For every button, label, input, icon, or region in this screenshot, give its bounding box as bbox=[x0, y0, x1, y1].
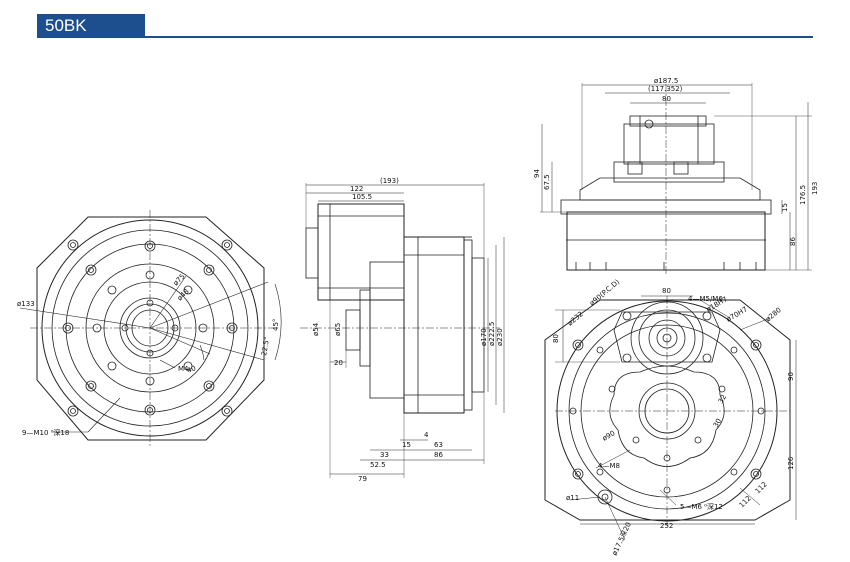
label-rt-193: 193 bbox=[811, 182, 819, 195]
label-rb-d90: ø90 bbox=[601, 429, 616, 443]
label-mid-4: 4 bbox=[424, 431, 429, 439]
mid-housing bbox=[403, 236, 465, 414]
label-mid-122: 122 bbox=[350, 185, 363, 193]
label-left-d75: ø75 bbox=[172, 272, 187, 287]
mid-motor-block bbox=[317, 203, 405, 301]
label-rt-117: (117.352) bbox=[648, 85, 683, 93]
label-rb-d175: ø17.5深20 bbox=[610, 521, 633, 557]
label-left-m4: M4 bbox=[178, 365, 189, 373]
label-mid-d65: ø65 bbox=[334, 323, 342, 336]
rb-outline bbox=[544, 299, 791, 521]
header-rule bbox=[145, 36, 813, 38]
label-mid-15: 15 bbox=[402, 441, 411, 449]
label-rb-112b: 112 bbox=[754, 480, 769, 495]
label-mid-86: 86 bbox=[434, 451, 443, 459]
label-rb-80: 80 bbox=[662, 287, 671, 295]
section-title: 50BK bbox=[45, 16, 87, 35]
label-rt-80: 80 bbox=[662, 95, 671, 103]
left-view bbox=[19, 210, 282, 448]
label-left-ang45: 45° bbox=[272, 319, 280, 331]
label-rt-94: 94 bbox=[533, 169, 541, 178]
label-left-m10: 9—M10 ⁰深18 bbox=[22, 428, 69, 437]
label-mid-1055: 105.5 bbox=[352, 193, 372, 201]
label-rb-h90: 90 bbox=[787, 372, 795, 381]
label-rb-h126: 126 bbox=[787, 456, 795, 470]
label-rb-a30: 30 bbox=[712, 417, 723, 429]
label-mid-33: 33 bbox=[380, 451, 389, 459]
label-rb-m5: 4—M5/M6 bbox=[688, 295, 723, 303]
rb-star-plate bbox=[609, 365, 725, 467]
label-left-ang225: 22.5° bbox=[260, 336, 271, 356]
label-left-d48: ø48 bbox=[176, 287, 191, 302]
label-rb-d70h7: ø70H7 bbox=[725, 305, 749, 323]
label-rt-d1875: ø187.5 bbox=[654, 77, 678, 85]
label-rt-15: 15 bbox=[781, 203, 789, 212]
label-rb-d280: ø280 bbox=[764, 306, 783, 323]
label-mid-79: 79 bbox=[358, 475, 367, 483]
label-mid-d230: ø230 bbox=[496, 328, 504, 346]
label-mid-20: 20 bbox=[334, 359, 343, 367]
label-mid-d170: ø170 bbox=[480, 328, 488, 346]
label-rb-252: 252 bbox=[660, 522, 673, 530]
label-rb-a32: 32 bbox=[717, 393, 728, 405]
rb-corner-bolts bbox=[572, 339, 762, 505]
label-mid-d54: ø54 bbox=[312, 322, 320, 336]
label-rb-112a: 112 bbox=[738, 494, 753, 509]
right-top-view bbox=[540, 83, 812, 274]
label-mid-d2225: ø222.5 bbox=[488, 322, 496, 346]
left-corner-bolts bbox=[67, 239, 233, 417]
label-rb-m8: 4—M8 bbox=[598, 462, 620, 470]
section-header: 50BK bbox=[37, 14, 145, 38]
right-bottom-view bbox=[544, 295, 797, 541]
label-rb-d90pcd: ø90(P.C.D) bbox=[588, 278, 621, 308]
label-rb-h80: 80 bbox=[552, 334, 560, 343]
label-left-d133: ø133 bbox=[17, 300, 35, 308]
label-left-40: 40 bbox=[186, 364, 197, 375]
label-rt-1765: 176.5 bbox=[799, 185, 807, 205]
label-rt-675: 67.5 bbox=[543, 174, 551, 190]
left-octagon-outline bbox=[36, 216, 265, 441]
label-mid-525: 52.5 bbox=[370, 461, 386, 469]
label-mid-63: 63 bbox=[434, 441, 443, 449]
label-rb-m6: 5—M6 ⁰深12 bbox=[680, 502, 723, 511]
label-mid-193: (193) bbox=[380, 177, 399, 185]
label-rb-d11: ø11 bbox=[566, 494, 579, 502]
label-rt-86: 86 bbox=[789, 237, 797, 246]
middle-view bbox=[300, 183, 505, 478]
